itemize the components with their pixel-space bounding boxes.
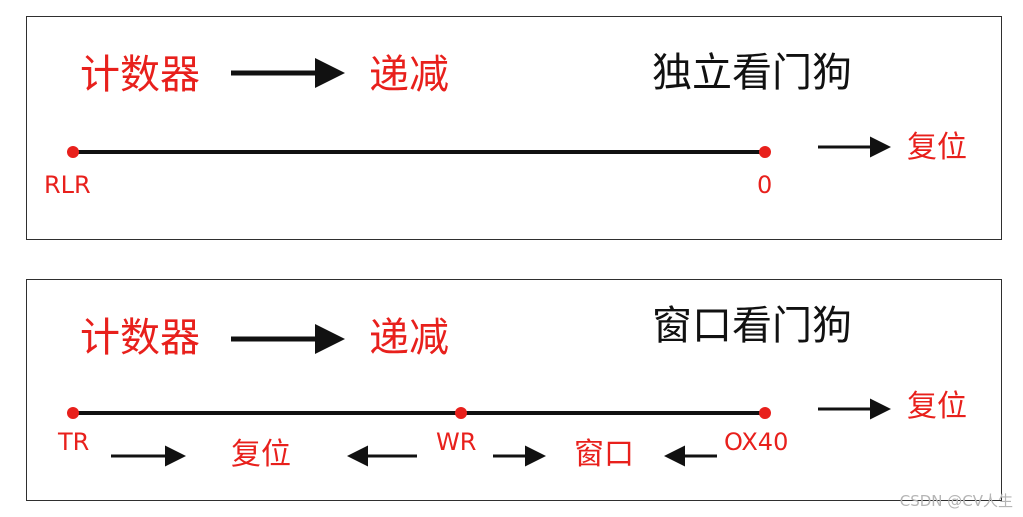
start-value-label: RLR <box>44 171 91 199</box>
panel-title: 独立看门狗 <box>652 50 852 96</box>
window-watchdog-panel <box>26 279 1002 501</box>
counter-label: 计数器 <box>80 52 200 98</box>
end-point <box>759 146 771 158</box>
counter-label: 计数器 <box>80 315 200 361</box>
start-point <box>67 146 79 158</box>
end-value-label: OX40 <box>724 428 789 456</box>
decrement-label: 递减 <box>369 315 449 361</box>
window-point <box>455 407 467 419</box>
start-point <box>67 407 79 419</box>
window-region-label: 窗口 <box>574 437 634 472</box>
start-value-label: TR <box>58 428 90 456</box>
reset-label: 复位 <box>907 389 967 424</box>
reset-region-label: 复位 <box>231 437 291 472</box>
window-value-label: WR <box>436 428 477 456</box>
end-value-label: 0 <box>757 171 773 199</box>
reset-label: 复位 <box>907 130 967 165</box>
independent-watchdog-panel <box>26 16 1002 240</box>
panel-title: 窗口看门狗 <box>652 303 852 349</box>
end-point <box>759 407 771 419</box>
decrement-label: 递减 <box>369 52 449 98</box>
watermark: CSDN @CV人生 <box>899 492 1013 510</box>
